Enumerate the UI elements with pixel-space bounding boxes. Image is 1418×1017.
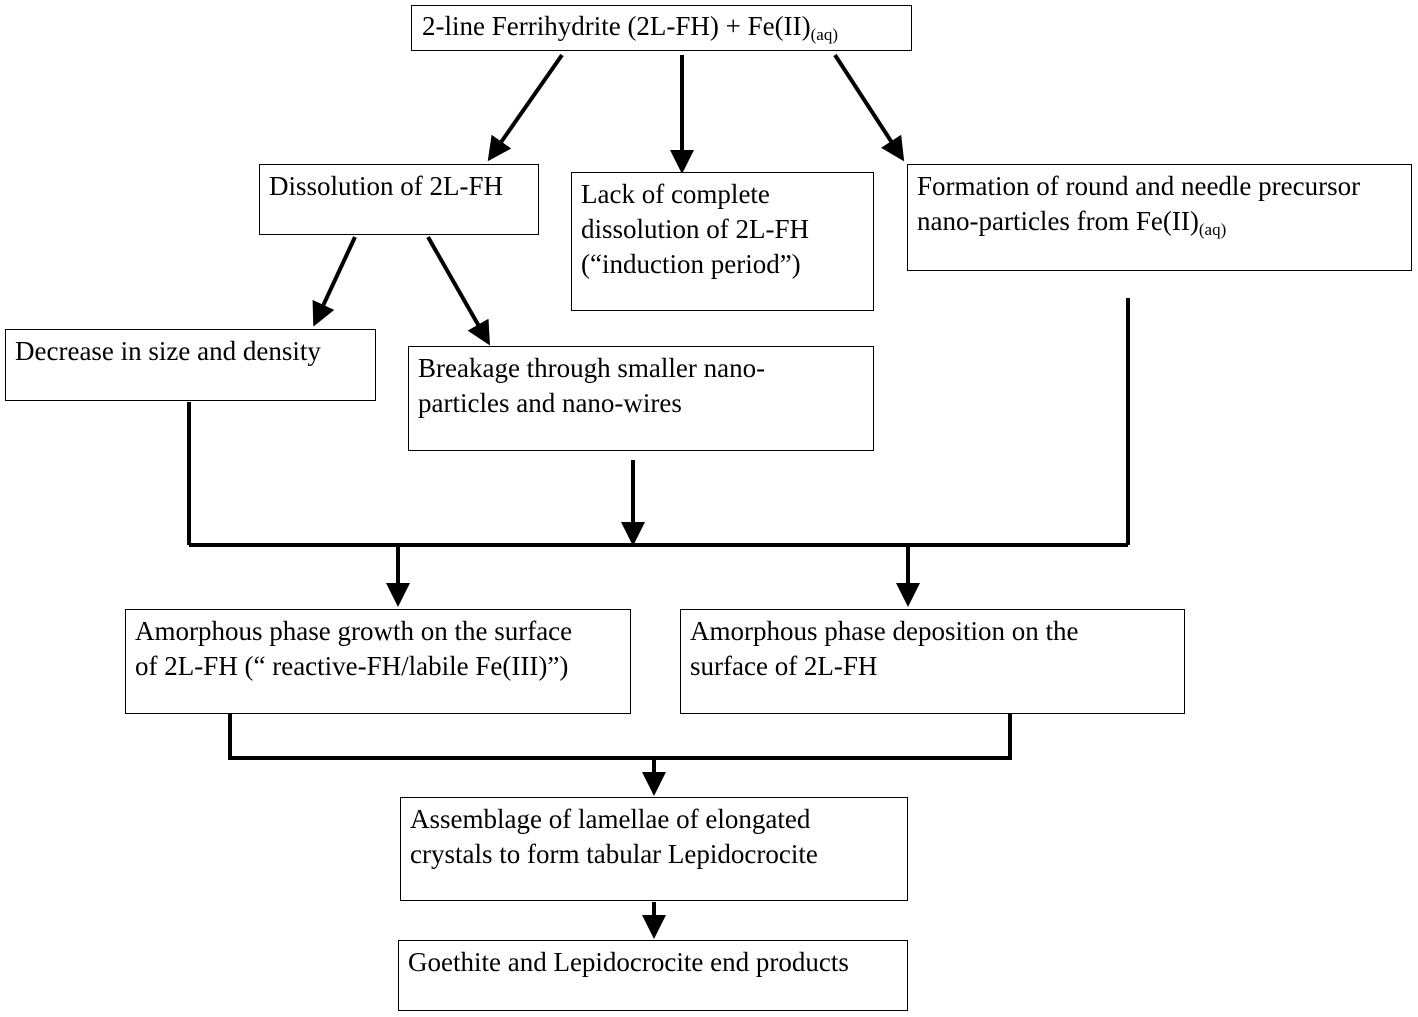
node-deposition-line-2: surface of 2L-FH — [690, 651, 878, 681]
node-start-text: 2-line Ferrihydrite (2L-FH) + Fe(II) — [422, 11, 811, 41]
node-formation-subscript: (aq) — [1198, 220, 1227, 239]
node-assemblage-line-2: crystals to form tabular Lepidocrocite — [410, 839, 818, 869]
node-breakage: Breakage through smaller nano- particles… — [408, 346, 874, 451]
node-assemblage: Assemblage of lamellae of elongated crys… — [400, 797, 908, 901]
node-growth: Amorphous phase growth on the surface of… — [125, 609, 631, 714]
node-lack-line-2: dissolution of 2L-FH — [581, 214, 810, 244]
arrow-start-to-dissolution — [487, 53, 564, 162]
node-lack-line-1: Lack of complete — [581, 179, 770, 209]
node-start-subscript: (aq) — [810, 25, 838, 44]
node-growth-line-1: Amorphous phase growth on the surface — [135, 616, 573, 646]
node-formation-line-2: nano-particles from Fe(II) — [917, 206, 1199, 236]
node-breakage-line-1: Breakage through smaller nano- — [418, 353, 766, 383]
node-deposition-line-1: Amorphous phase deposition on the — [690, 616, 1079, 646]
node-formation-line-1: Formation of round and needle precursor — [917, 171, 1361, 201]
node-end: Goethite and Lepidocrocite end products — [398, 940, 908, 1011]
node-start: 2-line Ferrihydrite (2L-FH) + Fe(II)(aq) — [411, 5, 912, 51]
node-formation: Formation of round and needle precursor … — [907, 164, 1412, 271]
node-lack: Lack of complete dissolution of 2L-FH (“… — [571, 172, 874, 311]
arrow-dissolution-to-breakage — [426, 236, 490, 346]
node-dissolution: Dissolution of 2L-FH — [259, 164, 539, 235]
node-dissolution-text: Dissolution of 2L-FH — [269, 171, 504, 201]
node-decrease: Decrease in size and density — [5, 329, 376, 401]
connector-merge-bar-2 — [228, 714, 1012, 760]
node-assemblage-line-1: Assemblage of lamellae of elongated — [410, 804, 811, 834]
node-deposition: Amorphous phase deposition on the surfac… — [680, 609, 1185, 714]
arrow-start-to-formation — [833, 53, 905, 162]
node-decrease-text: Decrease in size and density — [15, 336, 321, 366]
node-breakage-line-2: particles and nano-wires — [418, 388, 682, 418]
node-end-text: Goethite and Lepidocrocite end products — [408, 947, 849, 977]
node-lack-line-3: (“induction period”) — [581, 249, 801, 279]
arrow-dissolution-to-decrease — [312, 236, 357, 327]
node-growth-line-2: of 2L-FH (“ reactive-FH/labile Fe(III)”) — [135, 651, 569, 681]
